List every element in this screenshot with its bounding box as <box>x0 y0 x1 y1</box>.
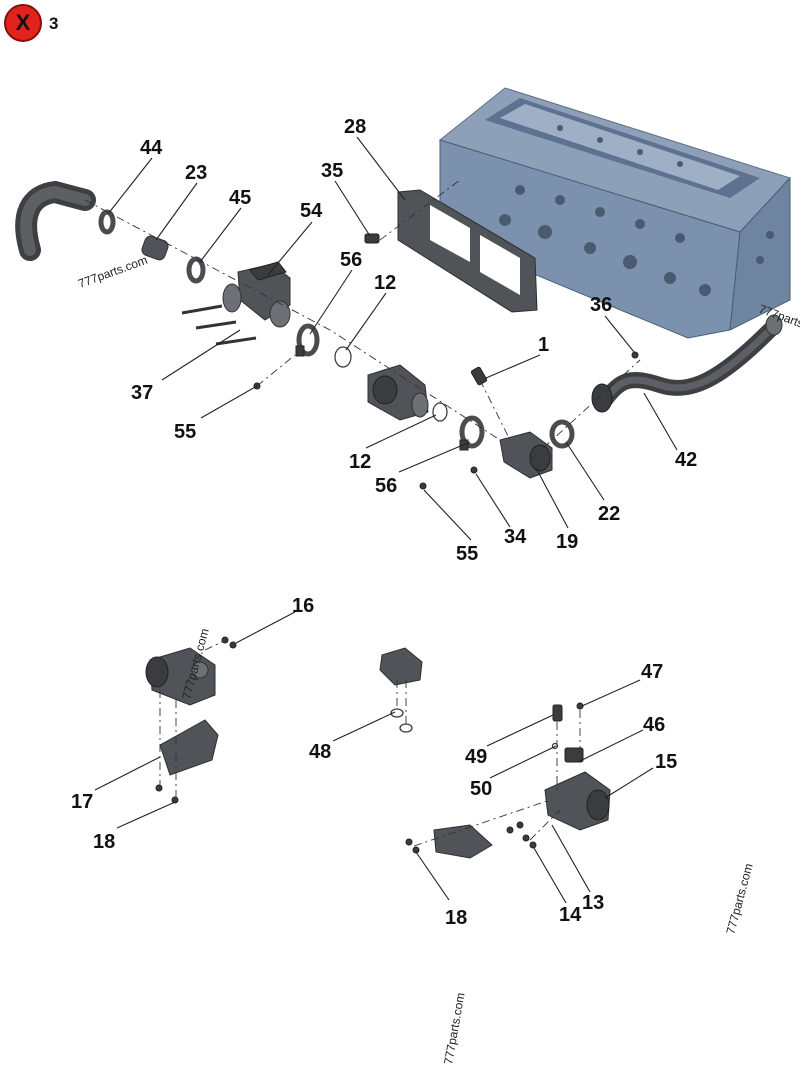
assembly-axis-55 <box>256 354 296 387</box>
callout-14: 14 <box>559 904 582 926</box>
bolt-55-lower <box>419 482 427 490</box>
gasket-22 <box>549 419 575 449</box>
pipe-42 <box>591 314 783 413</box>
callout-18-right: 18 <box>445 907 467 929</box>
bolt-35 <box>364 233 380 244</box>
callout-labels: 44 23 45 54 35 28 56 12 37 55 1 12 56 55… <box>71 116 697 929</box>
clamp-56-upper <box>295 323 320 357</box>
cylinder-head-illustration <box>438 87 791 339</box>
callout-18-left: 18 <box>93 831 115 853</box>
callout-12-lower: 12 <box>349 451 371 473</box>
callout-56-lower: 56 <box>375 475 397 497</box>
throttle-assembly-left <box>145 636 237 804</box>
callout-46: 46 <box>643 714 665 736</box>
callout-1: 1 <box>538 334 549 356</box>
clamp-45 <box>186 256 206 284</box>
callout-16: 16 <box>292 595 314 617</box>
callout-48: 48 <box>309 741 331 763</box>
callout-13: 13 <box>582 892 604 914</box>
callout-55-lower: 55 <box>456 543 478 565</box>
callout-50: 50 <box>470 778 492 800</box>
callout-42: 42 <box>675 449 697 471</box>
oring-12-lower <box>432 402 448 422</box>
watermark-1: 777parts.com <box>76 253 149 291</box>
callout-37: 37 <box>131 382 153 404</box>
assembly-axis-main <box>84 199 501 441</box>
callout-56-upper: 56 <box>340 249 362 271</box>
intake-housing <box>367 364 429 421</box>
callout-45: 45 <box>229 187 251 209</box>
assembly-axis-1 <box>479 379 511 441</box>
bolts-37 <box>181 304 257 346</box>
callout-17: 17 <box>71 791 93 813</box>
callout-44: 44 <box>140 137 163 159</box>
badge-letter: X <box>15 10 31 35</box>
callout-15: 15 <box>655 751 677 773</box>
callout-35: 35 <box>321 160 343 182</box>
sensor-1 <box>470 366 488 386</box>
bolt-34 <box>470 466 478 474</box>
callout-28: 28 <box>344 116 366 138</box>
watermark-4: 777parts.com <box>723 862 755 936</box>
bolt-36 <box>631 351 639 359</box>
callout-49: 49 <box>465 746 487 768</box>
clamp-44 <box>98 209 116 235</box>
close-badge-icon[interactable]: X <box>4 4 42 42</box>
oring-12-upper <box>334 346 352 368</box>
callout-leaders <box>94 136 678 904</box>
egr-assembly-right <box>405 702 611 859</box>
manifold-plate-28 <box>397 189 538 313</box>
assembly-axis-35 <box>379 179 461 241</box>
callout-55-upper: 55 <box>174 421 196 443</box>
callout-54: 54 <box>300 200 323 222</box>
callout-36: 36 <box>590 294 612 316</box>
callout-12-upper: 12 <box>374 272 396 294</box>
elbow-hose <box>15 180 96 261</box>
connector-tube-23 <box>141 235 169 261</box>
watermark-5: 777parts.com <box>441 991 467 1065</box>
callout-34: 34 <box>504 526 527 548</box>
sensor-bracket-48 <box>379 647 423 733</box>
callout-23: 23 <box>185 162 207 184</box>
callout-22: 22 <box>598 503 620 525</box>
callout-47: 47 <box>641 661 663 683</box>
throttle-body-54 <box>222 261 291 328</box>
elbow-19 <box>499 431 553 479</box>
assembly-axis-36 <box>529 359 641 461</box>
diagram-page-number: 3 <box>49 14 59 33</box>
callout-19: 19 <box>556 531 578 553</box>
